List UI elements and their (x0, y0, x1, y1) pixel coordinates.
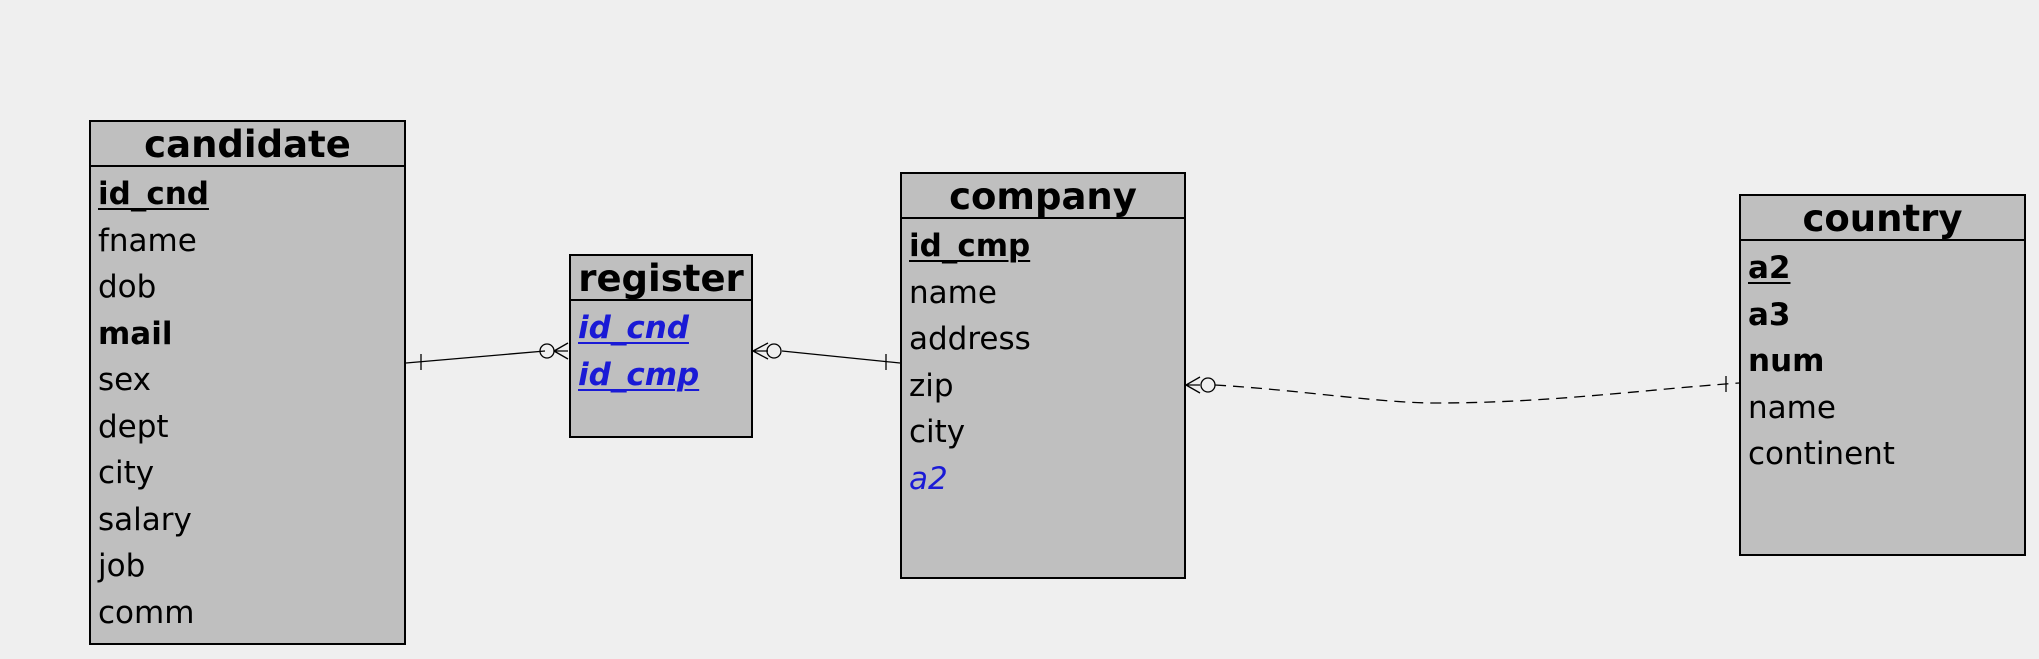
attribute-row: id_cnd (91, 171, 404, 218)
country-attribute-a2[interactable]: a2 (1748, 250, 1791, 286)
attribute-row: dept (91, 404, 404, 451)
candidate-attribute-comm[interactable]: comm (98, 594, 195, 631)
attribute-row: job (91, 543, 404, 590)
country-attribute-continent[interactable]: continent (1748, 436, 1895, 472)
entity-register-title: register (571, 256, 751, 301)
rel-line-candidate-register (405, 350, 546, 364)
many-mark-company (1185, 376, 1201, 394)
attribute-row: num (1741, 338, 2024, 385)
company-attribute-id-cmp[interactable]: id_cmp (909, 228, 1031, 264)
zero-mark-register-right (766, 343, 782, 359)
attribute-row: dob (91, 264, 404, 311)
rel-register-company[interactable] (752, 342, 901, 370)
company-attribute-a2[interactable]: a2 (909, 460, 948, 497)
company-attribute-zip[interactable]: zip (909, 367, 954, 404)
candidate-attribute-salary[interactable]: salary (98, 501, 192, 538)
attribute-row: address (902, 316, 1184, 363)
attribute-row: id_cnd (571, 305, 751, 352)
attribute-row: id_cmp (571, 352, 751, 399)
country-attribute-num[interactable]: num (1748, 343, 1825, 379)
entity-company-title: company (902, 174, 1184, 219)
attribute-row: continent (1741, 431, 2024, 478)
entity-country-attributes: a2 a3 num name continent (1741, 241, 2024, 478)
company-attribute-city[interactable]: city (909, 414, 966, 450)
attribute-row: fname (91, 218, 404, 265)
candidate-attribute-fname[interactable]: fname (98, 222, 197, 259)
rel-candidate-register[interactable] (405, 342, 569, 370)
candidate-attribute-mail[interactable]: mail (98, 315, 173, 352)
entity-register[interactable]: register id_cnd id_cmp (569, 254, 753, 438)
attribute-row: zip (902, 363, 1184, 410)
attribute-row: a2 (902, 456, 1184, 503)
attribute-row: name (902, 270, 1184, 317)
attribute-row: sex (91, 357, 404, 404)
country-attribute-name[interactable]: name (1748, 389, 1836, 426)
many-mark-register-right (752, 342, 769, 360)
company-attribute-name[interactable]: name (909, 274, 997, 311)
entity-country[interactable]: country a2 a3 num name continent (1739, 194, 2026, 556)
rel-line-company-country (1214, 382, 1740, 404)
attribute-row: a3 (1741, 292, 2024, 339)
attribute-row: mail (91, 311, 404, 358)
candidate-attribute-id-cnd[interactable]: id_cnd (98, 176, 209, 212)
register-attribute-id-cmp[interactable]: id_cmp (578, 356, 700, 393)
candidate-attribute-city[interactable]: city (98, 455, 155, 491)
zero-mark-company (1200, 377, 1216, 393)
company-attribute-address[interactable]: address (909, 321, 1031, 357)
attribute-row: city (91, 450, 404, 497)
candidate-attribute-job[interactable]: job (98, 548, 146, 584)
attribute-row: a2 (1741, 245, 2024, 292)
register-attribute-id-cnd[interactable]: id_cnd (578, 310, 689, 346)
attribute-row: comm (91, 590, 404, 637)
entity-country-title: country (1741, 196, 2024, 241)
country-attribute-a3[interactable]: a3 (1748, 296, 1791, 333)
candidate-attribute-dob[interactable]: dob (98, 269, 157, 305)
many-mark-register-left (553, 342, 569, 360)
attribute-row: salary (91, 497, 404, 544)
rel-line-register-company (781, 350, 901, 364)
candidate-attribute-sex[interactable]: sex (98, 362, 152, 398)
candidate-attribute-dept[interactable]: dept (98, 408, 169, 445)
entity-register-attributes: id_cnd id_cmp (571, 301, 751, 398)
attribute-row: id_cmp (902, 223, 1184, 270)
rel-company-country[interactable] (1185, 376, 1740, 404)
attribute-row: name (1741, 385, 2024, 432)
attribute-row: city (902, 409, 1184, 456)
entity-candidate-title: candidate (91, 122, 404, 167)
